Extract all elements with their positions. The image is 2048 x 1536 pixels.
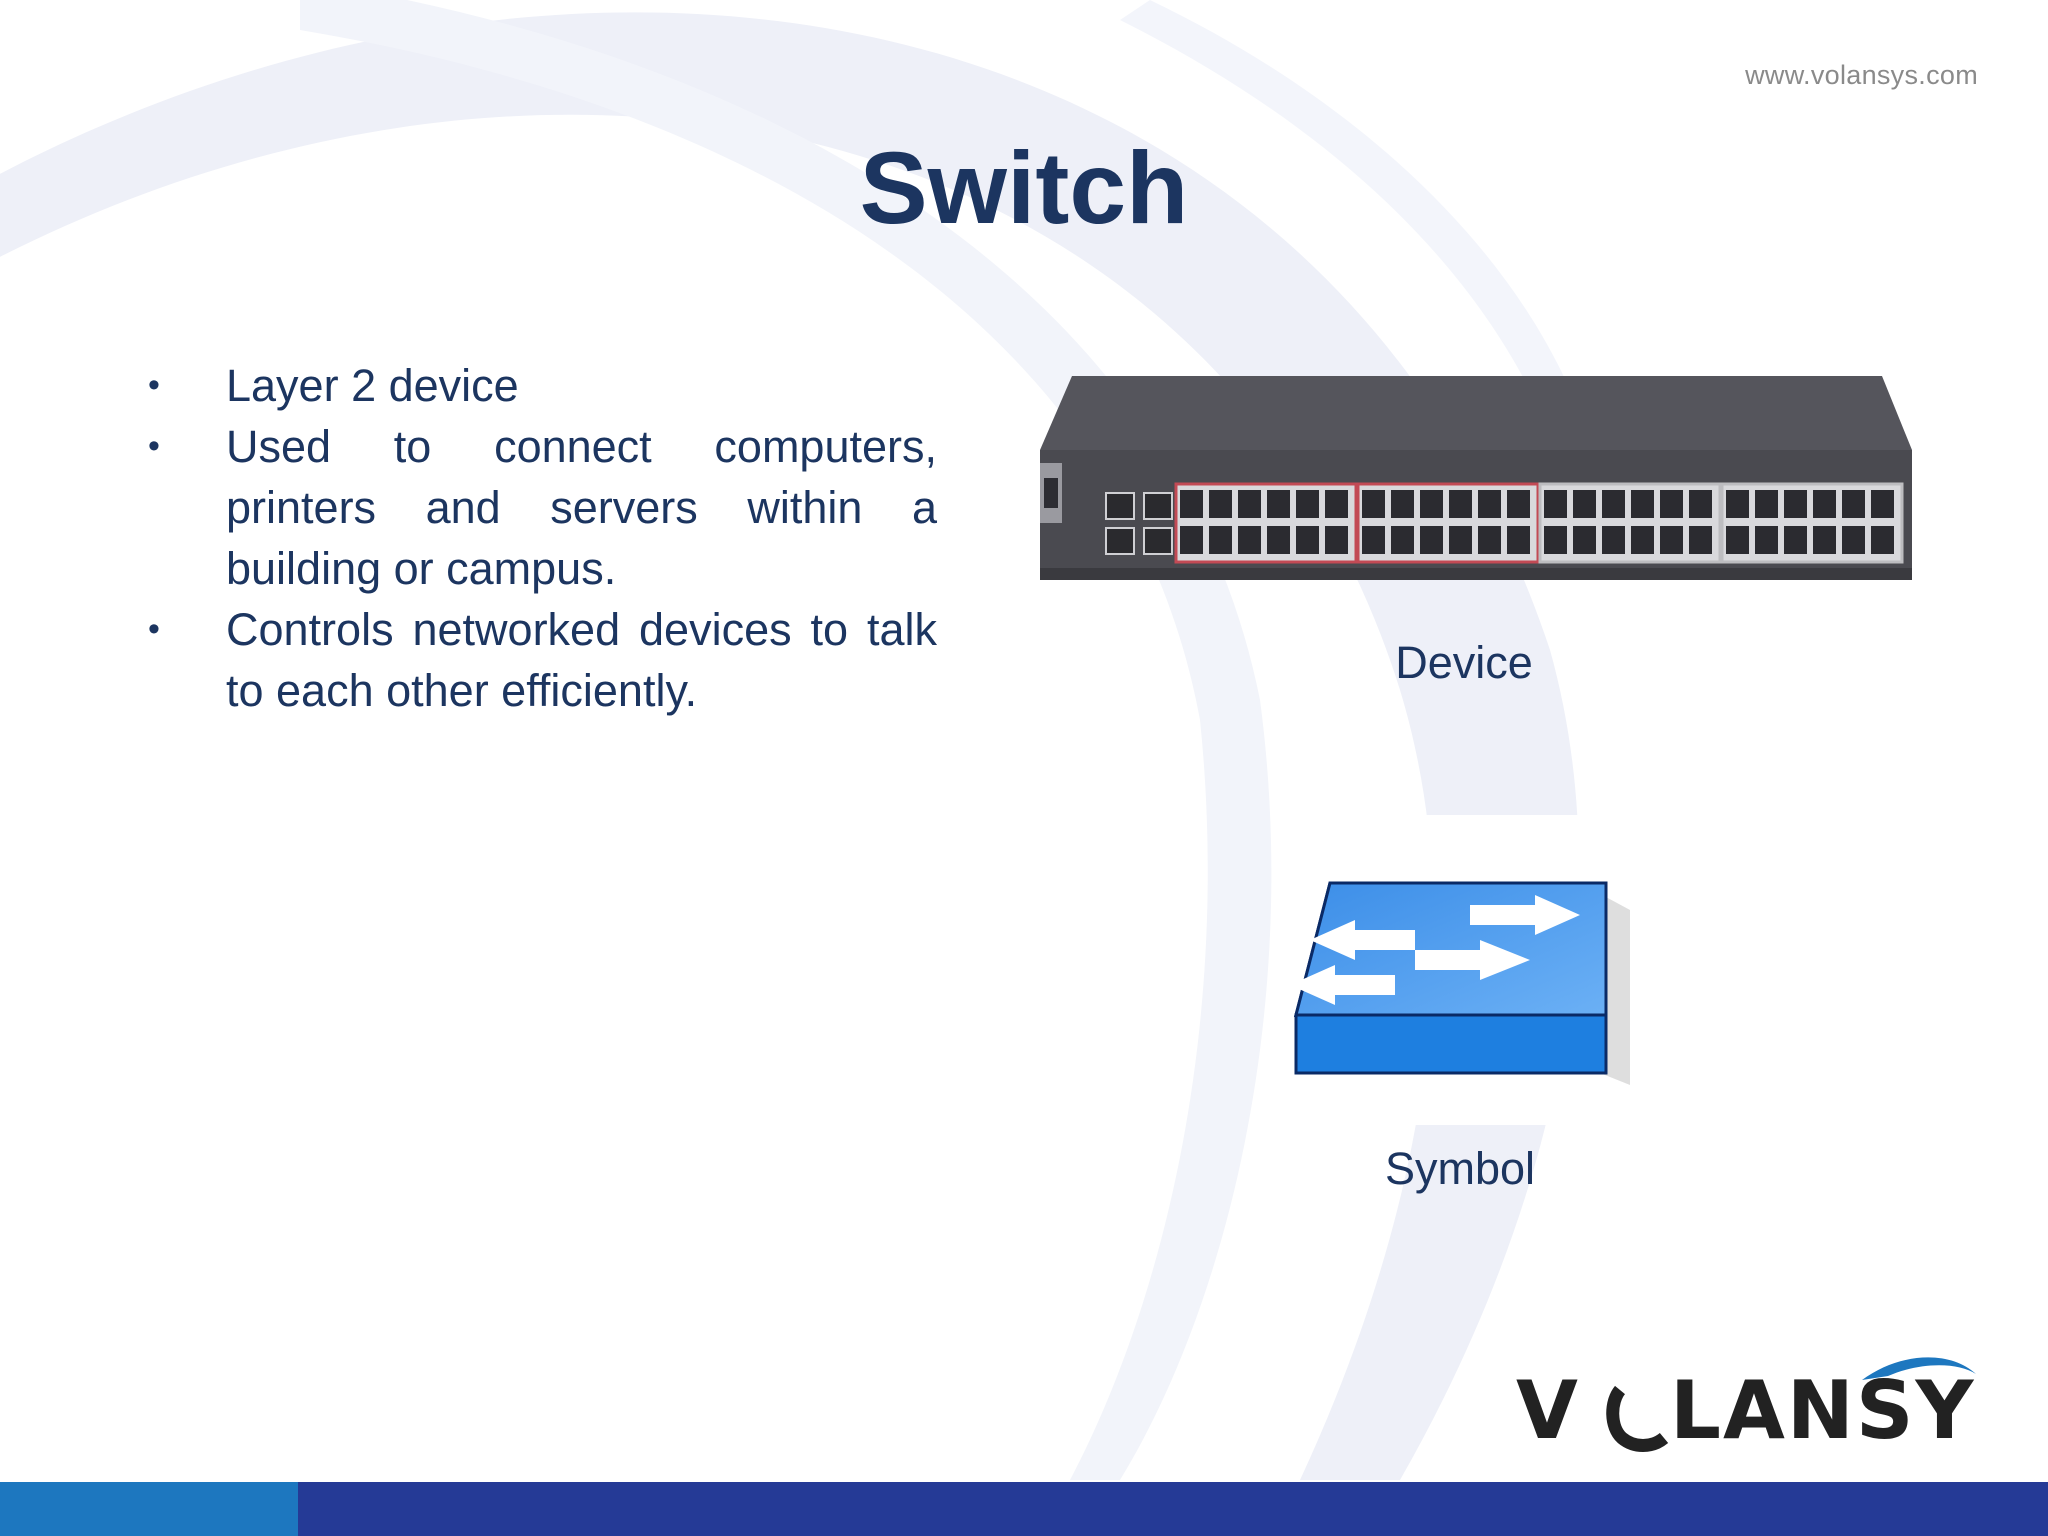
rj45-port-icon	[1544, 526, 1567, 554]
rj45-port-icon	[1391, 490, 1414, 518]
bullet-text: Used to connect computers, printers and …	[226, 421, 937, 594]
rj45-port-icon	[1842, 526, 1865, 554]
volansys-logo: V LANSYS	[1516, 1357, 1980, 1452]
bullet-item: • Layer 2 device	[145, 355, 937, 416]
rj45-port-icon	[1180, 490, 1203, 518]
switch-symbol-icon	[1280, 815, 1640, 1125]
rj45-port-icon	[1180, 526, 1203, 554]
rj45-port-icon	[1420, 526, 1443, 554]
rj45-port-icon	[1784, 526, 1807, 554]
rj45-port-icon	[1784, 490, 1807, 518]
rj45-port-icon	[1478, 490, 1501, 518]
rj45-port-icon	[1689, 526, 1712, 554]
rj45-port-icon	[1238, 490, 1261, 518]
bullet-dot-icon: •	[148, 610, 160, 648]
bullet-text: Layer 2 device	[226, 360, 519, 411]
device-caption: Device	[1395, 637, 1533, 688]
footer-bar	[0, 1482, 2048, 1536]
rj45-port-icon	[1631, 490, 1654, 518]
svg-text:LANSYS: LANSYS	[1670, 1364, 1980, 1452]
rj45-port-icon	[1544, 490, 1567, 518]
rj45-port-icon	[1726, 490, 1749, 518]
website-url: www.volansys.com	[1745, 60, 1978, 90]
rj45-port-icon	[1871, 526, 1894, 554]
bullet-dot-icon: •	[148, 366, 160, 404]
bullet-item: • Used to connect computers, printers and…	[145, 416, 937, 599]
rj45-port-icon	[1325, 490, 1348, 518]
rj45-port-icon	[1755, 526, 1778, 554]
svg-text:V: V	[1516, 1364, 1580, 1452]
rj45-port-icon	[1573, 490, 1596, 518]
rj45-port-icon	[1209, 490, 1232, 518]
rj45-port-icon	[1325, 526, 1348, 554]
rj45-port-icon	[1391, 526, 1414, 554]
rj45-port-icon	[1507, 490, 1530, 518]
rj45-port-icon	[1449, 526, 1472, 554]
rj45-port-icon	[1478, 526, 1501, 554]
rj45-port-icon	[1689, 490, 1712, 518]
rj45-port-icon	[1602, 490, 1625, 518]
rj45-port-icon	[1296, 526, 1319, 554]
rj45-port-icon	[1631, 526, 1654, 554]
rj45-port-icon	[1267, 490, 1290, 518]
rj45-port-icon	[1726, 526, 1749, 554]
rj45-port-icon	[1660, 490, 1683, 518]
rj45-port-icon	[1573, 526, 1596, 554]
rj45-port-icon	[1449, 490, 1472, 518]
port-bank	[1174, 482, 1904, 564]
rj45-port-icon	[1755, 490, 1778, 518]
rj45-port-icon	[1602, 526, 1625, 554]
rj45-port-icon	[1813, 490, 1836, 518]
slide-title: Switch	[859, 131, 1189, 245]
bullet-item: • Controls networked devices to talk to e…	[145, 599, 937, 721]
network-switch-photo-icon	[1040, 376, 1912, 580]
rj45-port-icon	[1362, 526, 1385, 554]
bullet-text: Controls networked devices to talk to ea…	[226, 604, 937, 716]
rj45-port-icon	[1209, 526, 1232, 554]
rj45-port-icon	[1296, 490, 1319, 518]
rj45-port-icon	[1507, 526, 1530, 554]
rj45-port-icon	[1660, 526, 1683, 554]
bullet-dot-icon: •	[148, 427, 160, 465]
rj45-port-icon	[1842, 490, 1865, 518]
rj45-port-icon	[1238, 526, 1261, 554]
rj45-port-icon	[1420, 490, 1443, 518]
rj45-port-icon	[1267, 526, 1290, 554]
bullet-list: • Layer 2 device • Used to connect compute…	[145, 355, 937, 721]
footer-accent	[0, 1482, 298, 1536]
rj45-port-icon	[1871, 490, 1894, 518]
rj45-port-icon	[1362, 490, 1385, 518]
symbol-caption: Symbol	[1384, 1143, 1536, 1194]
rj45-port-icon	[1813, 526, 1836, 554]
